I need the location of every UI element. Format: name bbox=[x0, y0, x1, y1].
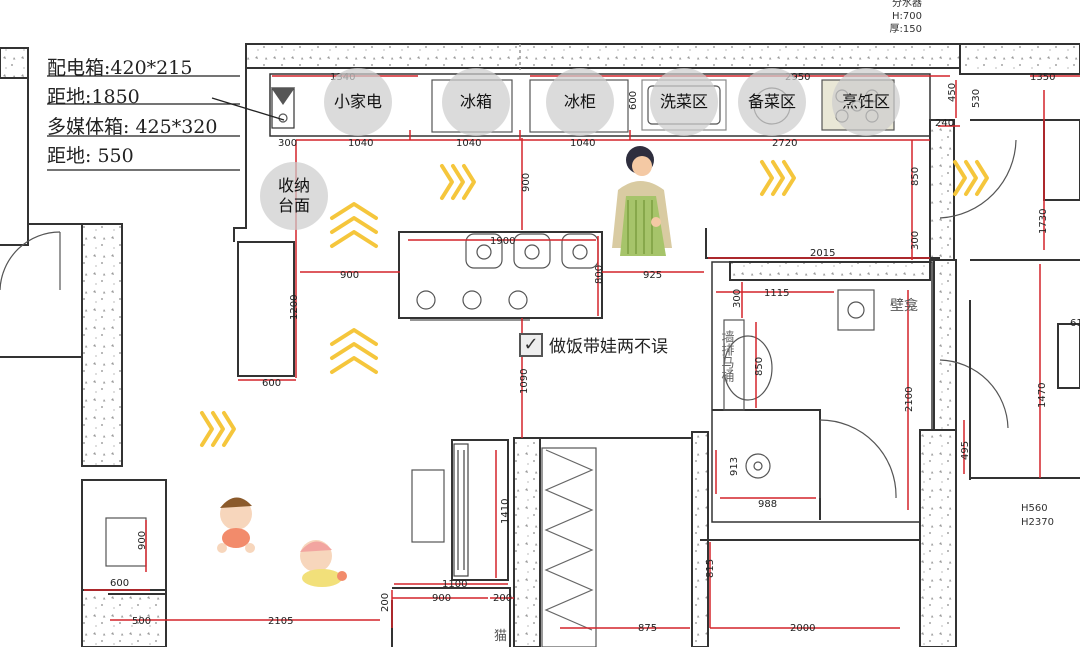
dim-61: 61 bbox=[1070, 318, 1080, 329]
dim-300v: 300 bbox=[910, 231, 921, 250]
dim-2720: 2720 bbox=[772, 138, 797, 149]
zone-freezer: 冰柜 bbox=[546, 68, 614, 136]
dim-900c: 900 bbox=[432, 593, 451, 604]
zone-wash: 洗菜区 bbox=[650, 68, 718, 136]
dim-2100: 2100 bbox=[904, 387, 915, 412]
cat-label: 猫 bbox=[494, 629, 507, 644]
tagline-text: 做饭带娃两不误 bbox=[549, 337, 668, 357]
dim-850: 850 bbox=[910, 167, 921, 186]
mother-figure bbox=[612, 146, 672, 256]
storage-label-line2: 台面 bbox=[277, 196, 310, 215]
dim-240: 240 bbox=[935, 118, 954, 129]
dim-495: 495 bbox=[960, 441, 971, 460]
zone-fridge: 冰箱 bbox=[442, 68, 510, 136]
dimension-labels: 1340 2950 1350 300 1040 1040 1040 2720 6… bbox=[110, 72, 1080, 634]
wall-toilet-label: 墙排马桶 bbox=[719, 330, 735, 382]
dim-600v: 600 bbox=[628, 91, 639, 110]
dim-913: 913 bbox=[729, 457, 740, 476]
dim-2000: 2000 bbox=[790, 623, 815, 634]
dim-800: 800 bbox=[594, 265, 605, 284]
zone-small-appliance: 小家电 bbox=[324, 68, 392, 136]
dim-875: 875 bbox=[638, 623, 657, 634]
height-h560: H560 bbox=[1021, 503, 1048, 514]
dim-2015: 2015 bbox=[810, 248, 835, 259]
zone-prep: 备菜区 bbox=[738, 68, 806, 136]
dim-815: 815 bbox=[705, 559, 716, 578]
tagline: ✓ 做饭带娃两不误 bbox=[519, 332, 668, 357]
zone-cook: 烹饪区 bbox=[832, 68, 900, 136]
room-labels: 壁龛 猫 bbox=[494, 298, 918, 644]
baby-1 bbox=[217, 497, 255, 553]
dim-500: 500 bbox=[132, 616, 151, 627]
dim-988: 988 bbox=[758, 499, 777, 510]
niche-label: 壁龛 bbox=[890, 298, 918, 314]
dim-200a: 200 bbox=[380, 593, 391, 612]
dim-1730: 1730 bbox=[1038, 209, 1049, 234]
dim-2105: 2105 bbox=[268, 616, 293, 627]
dim-300: 300 bbox=[278, 138, 297, 149]
dim-1350: 1350 bbox=[1030, 72, 1055, 83]
dim-900v: 900 bbox=[521, 173, 532, 192]
height-h2370: H2370 bbox=[1021, 517, 1054, 528]
dim-1470: 1470 bbox=[1037, 383, 1048, 408]
dim-200b: 200 bbox=[493, 593, 512, 604]
dim-600b: 600 bbox=[110, 578, 129, 589]
dim-1410: 1410 bbox=[500, 499, 511, 524]
dim-2950: 2950 bbox=[785, 72, 810, 83]
dim-900b: 900 bbox=[137, 531, 148, 550]
dim-850b: 850 bbox=[754, 357, 765, 376]
baby-2 bbox=[300, 540, 347, 587]
dim-300b: 300 bbox=[732, 289, 743, 308]
dim-1200: 1200 bbox=[289, 295, 300, 320]
dim-1090: 1090 bbox=[519, 369, 530, 394]
zone-storage-counter: 收纳 台面 bbox=[260, 162, 328, 230]
note-underlines bbox=[47, 75, 240, 171]
dim-1040b: 1040 bbox=[456, 138, 481, 149]
distribution-box-height: 距地:1850 bbox=[47, 86, 140, 108]
dim-530: 530 bbox=[971, 89, 982, 108]
check-icon: ✓ bbox=[519, 332, 543, 357]
dim-900h: 900 bbox=[340, 270, 359, 281]
dim-1115: 1115 bbox=[764, 288, 789, 299]
dim-600h: 600 bbox=[262, 378, 281, 389]
water-distributor-note: 分水器 H:700 厚:150 bbox=[889, 0, 922, 35]
dim-450: 450 bbox=[947, 83, 958, 102]
dim-1040c: 1040 bbox=[570, 138, 595, 149]
distribution-box-note: 配电箱:420*215 bbox=[47, 57, 193, 79]
storage-label-line1: 收纳 bbox=[277, 176, 310, 195]
dim-1900: 1900 bbox=[490, 236, 515, 247]
media-box-note: 多媒体箱: 425*320 bbox=[47, 116, 218, 138]
dim-1100: 1100 bbox=[442, 579, 467, 590]
dim-925: 925 bbox=[643, 270, 662, 281]
media-box-height: 距地: 550 bbox=[47, 145, 134, 167]
dim-1040a: 1040 bbox=[348, 138, 373, 149]
